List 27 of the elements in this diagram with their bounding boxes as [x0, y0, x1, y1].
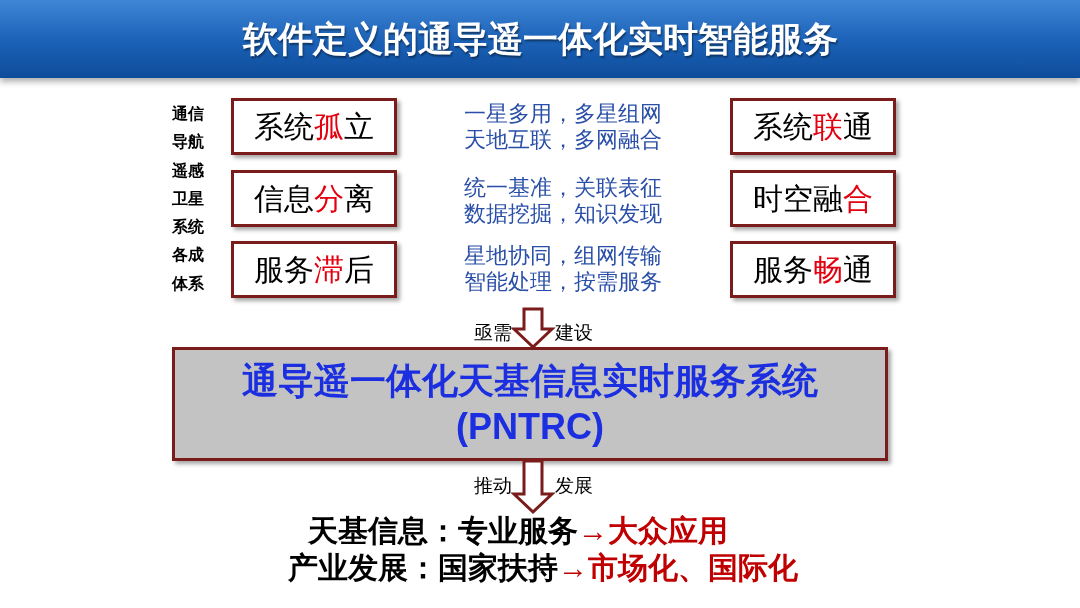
goal-box [730, 170, 896, 227]
summary-line: 天基信息：专业服务→大众应用 [308, 513, 728, 549]
box-label: 服务畅通 [753, 251, 873, 288]
arrow-caption: 建设 [555, 321, 593, 345]
box-label: 系统孤立 [254, 108, 374, 145]
goal-box [730, 241, 896, 298]
feature-text: 星地协同，组网传输智能处理，按需服务 [464, 243, 663, 295]
arrow-caption: 推动 [474, 474, 512, 498]
box-label: 时空融合 [753, 180, 873, 217]
feature-text: 统一基准，关联表征数据挖掘，知识发现 [464, 175, 663, 227]
system-panel [172, 347, 888, 461]
box-label: 系统联通 [753, 108, 873, 145]
problem-box [231, 170, 397, 227]
summary-line: 产业发展：国家扶持→市场化、国际化 [288, 550, 798, 586]
goal-box [730, 98, 896, 155]
arrow-caption: 亟需 [474, 321, 512, 345]
box-label: 信息分离 [254, 180, 374, 217]
problem-box [231, 241, 397, 298]
block-arrow [510, 459, 556, 514]
arrow-caption: 发展 [555, 474, 593, 498]
problem-box [231, 98, 397, 155]
panel-title: 通导遥一体化天基信息实时服务系统 (PNTRC) [241, 359, 819, 449]
slide-title: 软件定义的通导遥一体化实时智能服务 [242, 18, 838, 60]
system-list-text: 通信导航遥感卫星系统各成体系 [172, 104, 205, 294]
box-label: 服务滞后 [254, 251, 374, 288]
feature-text: 一星多用，多星组网天地互联，多网融合 [464, 101, 663, 153]
block-arrow [510, 307, 556, 349]
